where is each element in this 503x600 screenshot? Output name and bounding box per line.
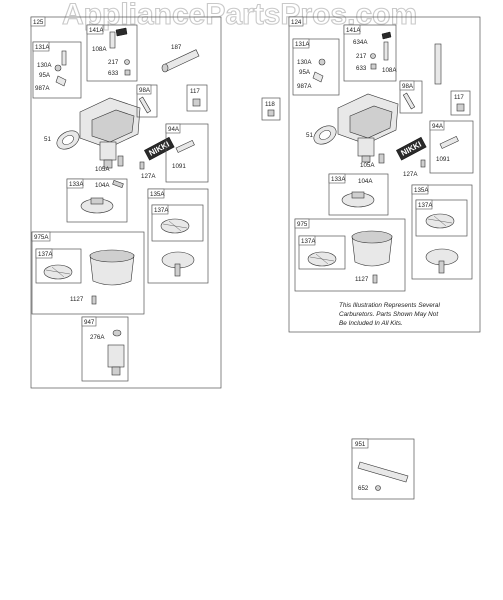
svg-text:Be Included In All Kits.: Be Included In All Kits. [339,320,403,327]
right-kit-975[interactable]: 975 137A 1127 [294,218,406,292]
throttle-lever-icon [115,27,128,37]
svg-text:104A: 104A [95,182,110,189]
svg-text:187: 187 [171,44,182,51]
svg-text:137A: 137A [154,207,169,214]
right-assembly-id: 124 [291,19,302,26]
svg-text:133A: 133A [331,176,346,183]
svg-text:987A: 987A [297,83,312,90]
svg-text:652: 652 [358,485,369,492]
svg-text:1091: 1091 [172,163,186,170]
svg-text:135A: 135A [150,191,165,198]
right-kit-98A[interactable]: 98A [399,80,423,114]
right-assembly: 124 118 131A 130A 95A 987A 141A 634A 217 [261,16,481,333]
svg-text:131A: 131A [35,44,50,51]
idle-screw-icon [61,50,67,66]
svg-text:1091: 1091 [436,156,450,163]
svg-text:117: 117 [190,88,200,95]
left-kit-133A[interactable]: 133A 104A [66,178,128,223]
right-kit-135A[interactable]: 135A 137A [411,184,473,280]
left-assembly-frame [30,16,222,389]
svg-text:127A: 127A [403,171,418,178]
svg-text:1127: 1127 [70,296,84,303]
svg-text:975A: 975A [34,234,49,241]
right-carburetor-body[interactable]: 51 105A 127A NIKKI [306,93,427,178]
svg-text:94A: 94A [168,126,180,133]
svg-text:98A: 98A [139,87,151,94]
left-kit-141A[interactable]: 141A 108A 217 633 [86,24,138,82]
svg-text:94A: 94A [432,123,444,130]
svg-text:633: 633 [356,65,367,72]
svg-text:975: 975 [297,221,308,228]
nikki-brand-tag: NIKKI [144,136,175,161]
left-kit-947[interactable]: 947 276A [81,316,129,382]
left-kit-117[interactable]: 117 [186,84,208,112]
svg-text:105A: 105A [360,162,375,169]
right-assembly-frame [288,16,481,333]
right-kit-141A[interactable]: 141A 634A 217 633 108A [343,24,397,82]
kit-951[interactable]: 951 652 [351,438,415,500]
svg-text:633: 633 [108,70,119,77]
svg-text:108A: 108A [382,67,397,74]
svg-text:1127: 1127 [355,276,369,283]
svg-text:51: 51 [44,136,51,143]
left-kit-98A[interactable]: 98A [136,84,158,118]
svg-text:118: 118 [265,101,275,108]
svg-text:127A: 127A [141,173,156,180]
svg-text:634A: 634A [353,39,368,46]
throttle-lever-icon [381,31,392,40]
svg-text:276A: 276A [90,334,105,341]
svg-text:947: 947 [84,319,95,326]
svg-text:This Illustration Represents S: This Illustration Represents Several [339,302,440,309]
svg-text:137A: 137A [418,202,433,209]
svg-text:137A: 137A [301,238,316,245]
right-kit-94A[interactable]: 94A 1091 [429,120,474,174]
right-kit-133A[interactable]: 133A 104A [328,173,389,216]
right-tube-icon[interactable] [434,43,442,85]
svg-text:51: 51 [306,132,313,139]
left-kit-975A[interactable]: 975A 137A 1127 [31,231,145,315]
svg-text:951: 951 [355,441,366,448]
right-kit-131A[interactable]: 131A 130A 95A 987A [292,38,340,96]
right-outer-part-118[interactable]: 118 [261,97,281,121]
svg-text:Carburetors. Parts Shown May N: Carburetors. Parts Shown May Not [339,311,438,318]
left-kit-94A[interactable]: 94A 1091 [165,123,209,183]
svg-text:104A: 104A [358,178,373,185]
watermark-text: AppliancePartsPros.com [62,0,417,31]
left-kit-131A[interactable]: 131A 130A 95A 987A [32,41,82,99]
svg-text:98A: 98A [402,83,414,90]
left-part-187[interactable]: 187 [161,44,200,73]
svg-text:137A: 137A [38,251,53,258]
svg-text:217: 217 [356,53,367,60]
svg-text:987A: 987A [35,85,50,92]
svg-text:117: 117 [454,94,464,101]
nikki-brand-tag: NIKKI [396,136,427,161]
svg-text:135A: 135A [414,187,429,194]
svg-text:95A: 95A [299,69,311,76]
svg-text:141A: 141A [346,27,361,34]
left-assembly: 125 131A 130A 95A 987A 141A 108A 217 633 [30,16,222,389]
svg-text:130A: 130A [297,59,312,66]
left-carburetor-body[interactable]: 51 105A 127A NIKKI [44,97,175,180]
right-kit-117[interactable]: 117 [450,90,471,116]
svg-text:95A: 95A [39,72,51,79]
governor-lever-icon [357,461,409,483]
svg-text:133A: 133A [69,181,84,188]
svg-text:105A: 105A [95,166,110,173]
left-kit-135A[interactable]: 135A 137A [147,188,209,284]
solenoid-icon [107,344,125,368]
left-assembly-id: 125 [33,19,44,26]
right-assembly-note: This Illustration Represents Several Car… [339,302,440,327]
svg-text:217: 217 [108,59,119,66]
svg-text:131A: 131A [295,41,310,48]
svg-text:130A: 130A [37,62,52,69]
svg-text:141A: 141A [89,27,104,34]
svg-text:108A: 108A [92,46,107,53]
